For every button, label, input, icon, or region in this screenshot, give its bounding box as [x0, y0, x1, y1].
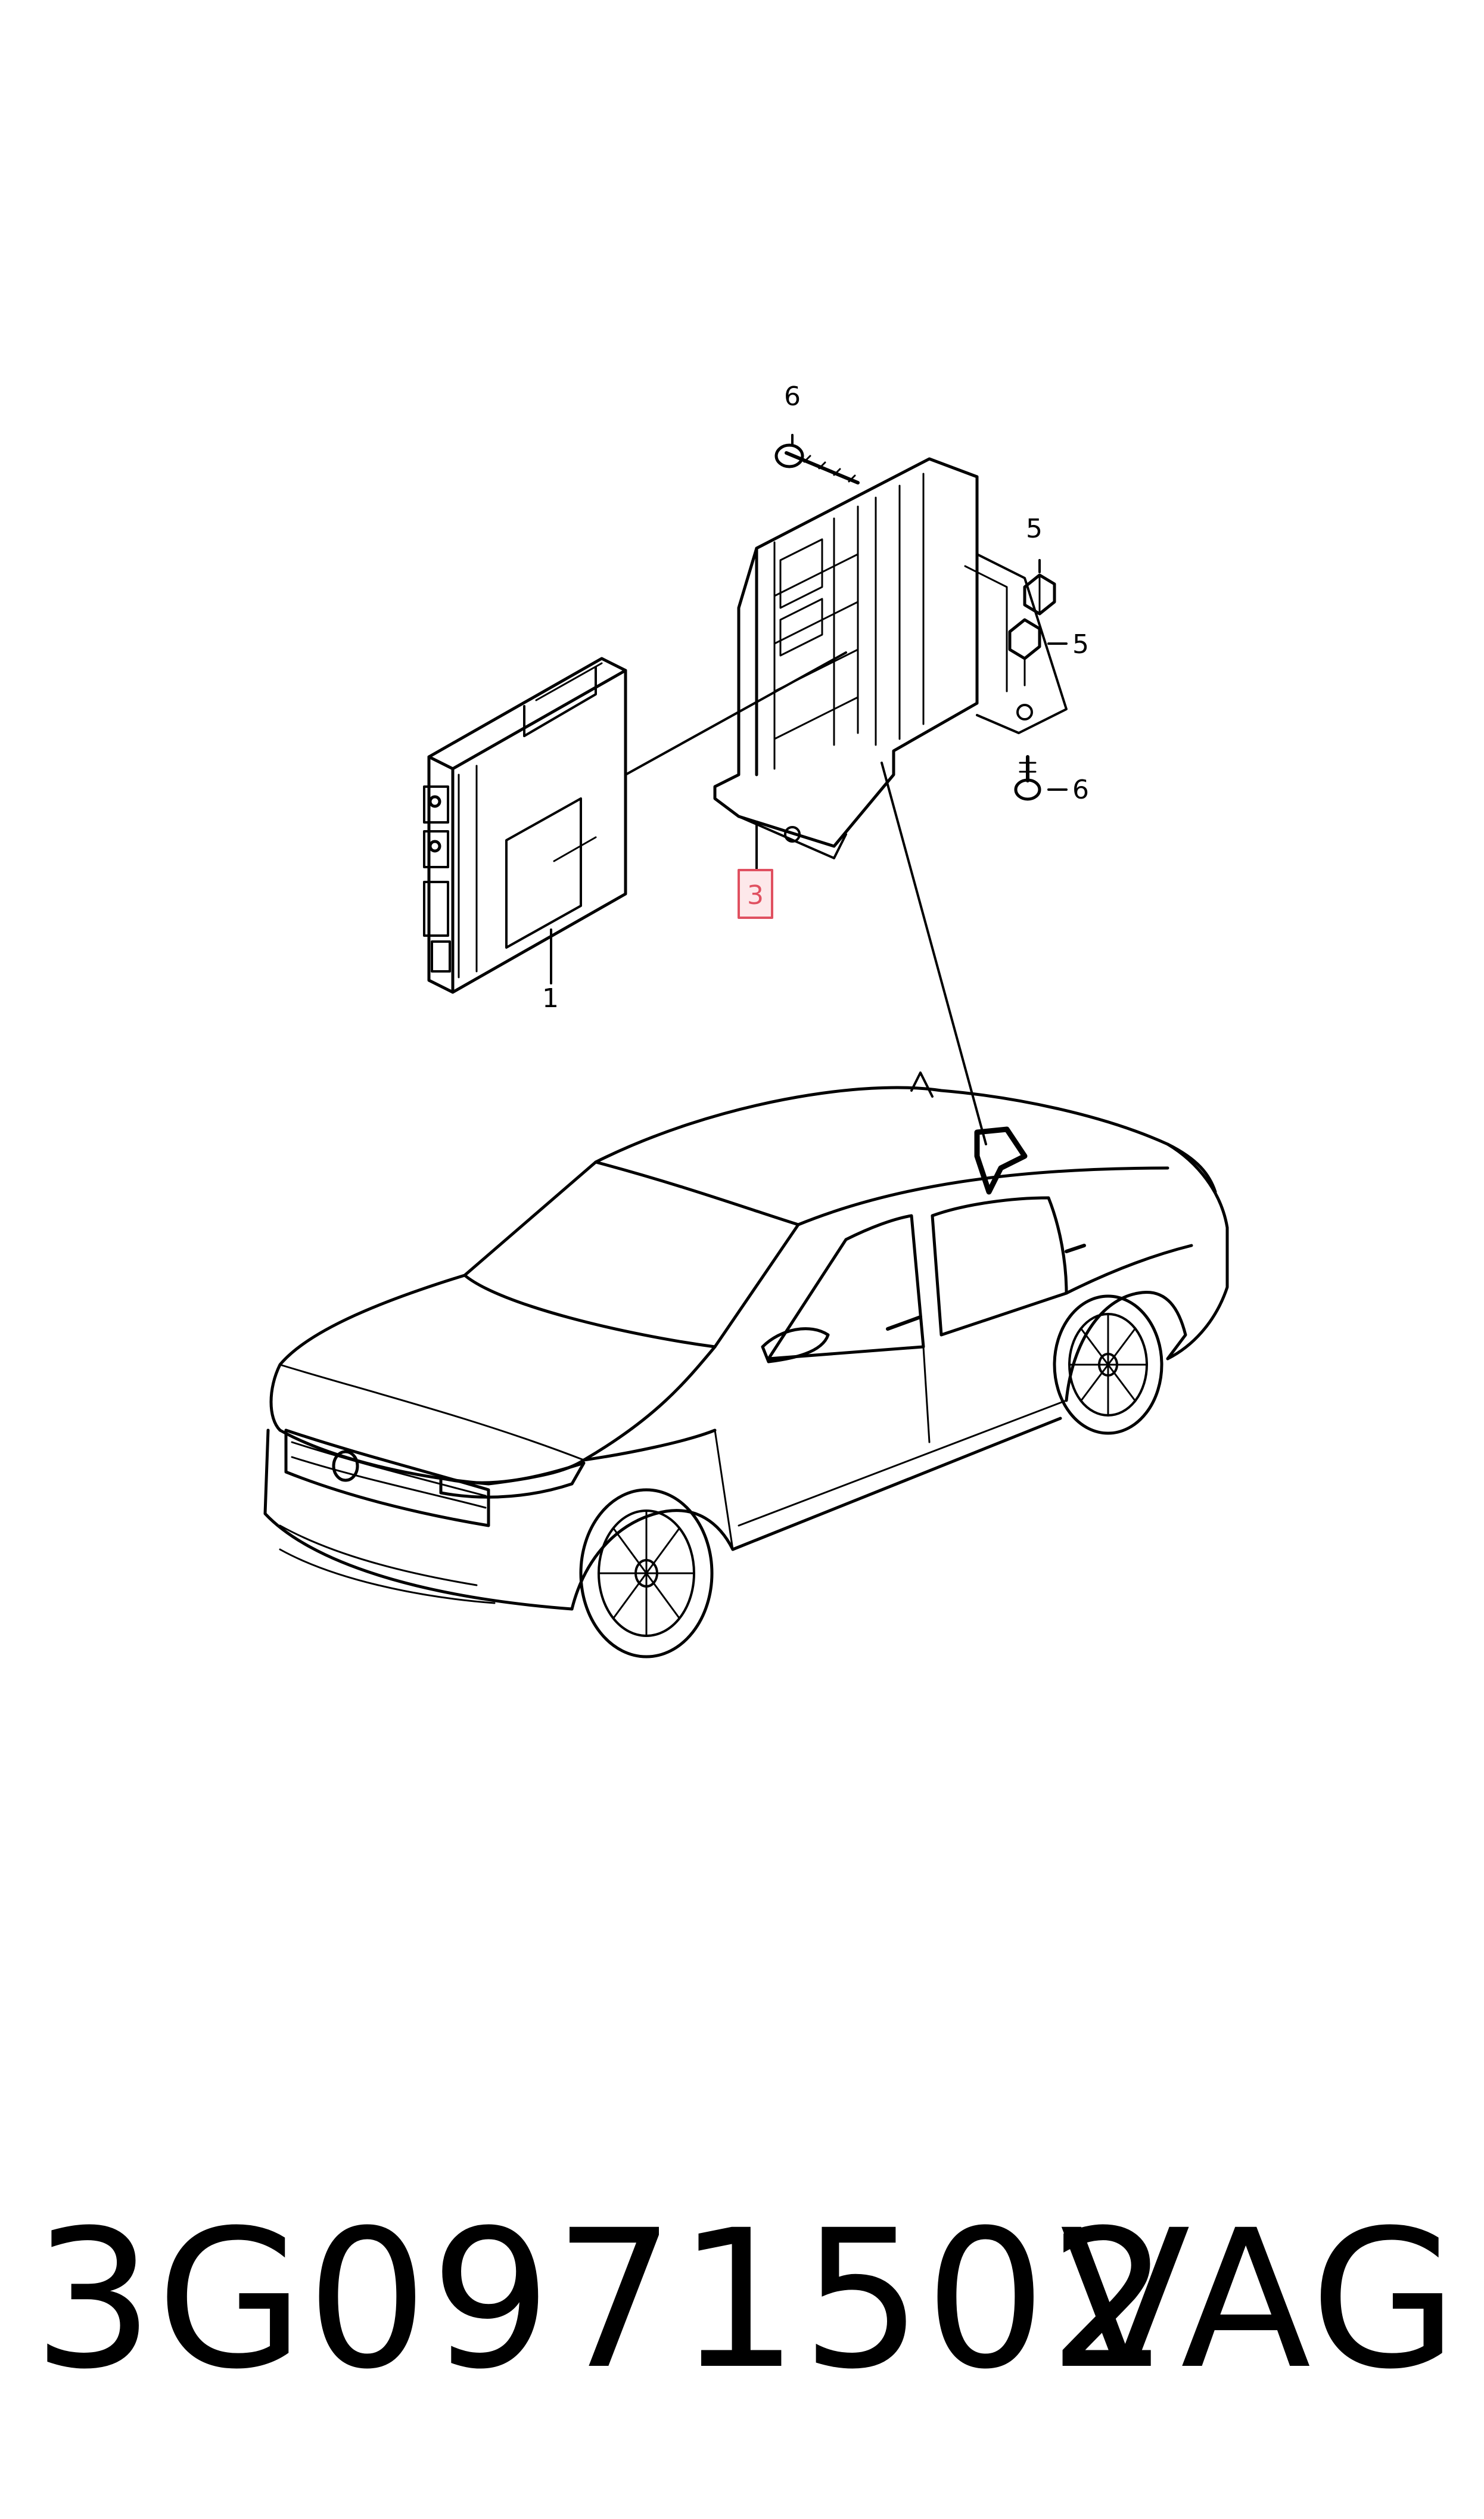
car-illustration — [263, 1071, 1229, 1658]
part-number: 3G0971502 — [33, 2189, 1172, 2411]
screw-upper — [774, 434, 860, 484]
bracket — [713, 457, 1068, 871]
parts-diagram: 1 3 5 5 6 6 — [263, 381, 1229, 1658]
callout-bracket: 3 — [747, 880, 764, 911]
control-unit — [423, 657, 627, 994]
callout-screw-upper: 6 — [784, 381, 801, 412]
callout-screw-lower: 6 — [1072, 775, 1089, 805]
nut-upper — [1023, 559, 1056, 616]
screw-lower — [1014, 755, 1068, 801]
nut-lower — [1008, 618, 1068, 687]
brand-label: VAG — [1060, 2189, 1460, 2411]
callout-nut-lower: 5 — [1072, 629, 1089, 660]
leader-line-unit — [624, 651, 847, 776]
leader-line-car — [881, 762, 987, 1145]
callout-nut-upper: 5 — [1026, 514, 1043, 544]
callout-control-unit: 1 — [542, 983, 559, 1014]
callout-bracket-highlight — [738, 869, 773, 919]
